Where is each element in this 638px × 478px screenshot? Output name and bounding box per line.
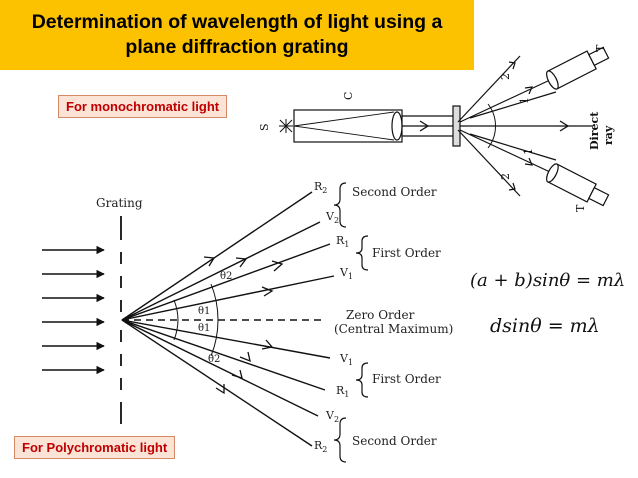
brace-first-order-lower — [355, 362, 369, 398]
title-banner: Determination of wavelength of light usi… — [0, 0, 474, 70]
direct-ray-label-1: Direct — [588, 111, 601, 150]
second-order-label-upper: Second Order — [352, 185, 437, 199]
telescope-label-upper: T — [594, 44, 607, 52]
title-line-2: plane diffraction grating — [125, 36, 349, 58]
v2-label-lower: V2 — [325, 409, 339, 424]
source-label: S — [258, 123, 271, 131]
collimator-label: C — [342, 92, 355, 100]
telescope-lower — [546, 163, 610, 207]
telescope-upper — [546, 46, 610, 90]
title-line-1: Determination of wavelength of light usi… — [31, 11, 443, 33]
collimator-tube — [293, 109, 403, 143]
order-mark-2-upper: 2 — [499, 73, 512, 80]
first-order-label-lower: First Order — [372, 372, 441, 386]
order-mark-2-lower: 2 — [499, 173, 512, 180]
telescope-label-lower: T — [574, 204, 587, 212]
second-order-label-lower: Second Order — [352, 434, 437, 448]
brace-second-order-lower — [333, 417, 347, 463]
ray-r2-lower — [121, 319, 313, 447]
theta1-lower-label: θ1 — [198, 323, 210, 334]
r1-label-lower: R1 — [336, 384, 349, 399]
theta2-lower-label: θ2 — [208, 354, 220, 365]
first-order-label-upper: First Order — [372, 246, 441, 260]
ray-v2-upper — [121, 221, 321, 321]
monochromatic-label: For monochromatic light — [58, 95, 228, 118]
v1-label-lower: V1 — [339, 352, 353, 367]
r2-label-upper: R2 — [314, 180, 327, 195]
ray-v2-lower — [121, 319, 319, 417]
theta2-upper-label: θ2 — [220, 271, 232, 282]
grating-orders-diagram — [42, 182, 369, 463]
spectrometer-diagram — [279, 46, 610, 207]
ray-r1-upper — [121, 243, 331, 321]
central-maximum-label: (Central Maximum) — [334, 322, 453, 336]
order-mark-1-lower: 1 — [522, 148, 535, 155]
ray-r1-lower — [121, 319, 326, 391]
polychromatic-label: For Polychromatic light — [14, 436, 176, 459]
v1-label-upper: V1 — [339, 266, 353, 281]
brace-second-order-upper — [333, 182, 347, 228]
source-icon — [279, 119, 293, 133]
ray-v1-lower — [121, 319, 331, 359]
v2-label-upper: V2 — [325, 210, 339, 225]
zero-order-label: Zero Order — [346, 308, 415, 322]
r2-label-lower: R2 — [314, 439, 327, 454]
ray-r2-upper — [121, 191, 313, 321]
order-mark-1-upper: 1 — [518, 97, 531, 104]
direct-ray-label-2: ray — [602, 125, 615, 145]
theta1-upper-label: θ1 — [198, 306, 210, 317]
equation-d: dsinθ = mλ — [490, 315, 600, 337]
grating-top — [452, 105, 461, 147]
equation-grating: (a + b)sinθ = mλ — [470, 270, 626, 291]
r1-label-upper: R1 — [336, 234, 349, 249]
grating-label: Grating — [96, 196, 143, 210]
brace-first-order-upper — [355, 235, 369, 271]
ray-v1-upper — [121, 275, 335, 321]
collimator-lens — [391, 111, 403, 141]
